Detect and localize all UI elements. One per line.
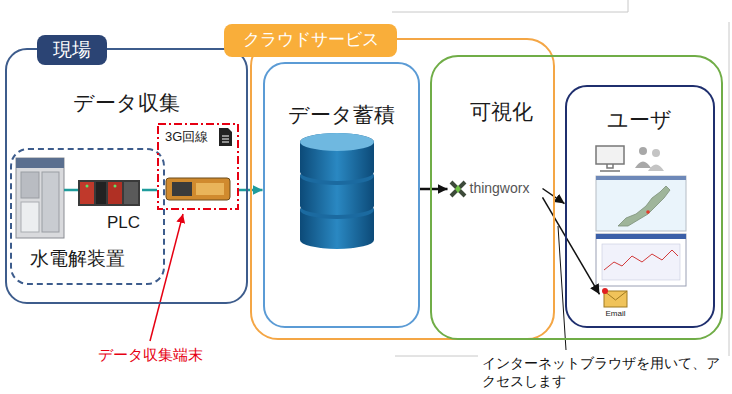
- map-header: [596, 176, 686, 180]
- plc-body: [78, 180, 140, 206]
- terminal-device: [166, 178, 230, 200]
- cabinet-panel: [21, 202, 39, 232]
- logo-text: thingworx: [470, 180, 530, 197]
- database-disc-top: [300, 133, 374, 151]
- icon-caption: Email: [605, 309, 625, 319]
- user-area: ユーザ Email: [565, 85, 715, 328]
- logo-mark-center: [455, 185, 461, 193]
- people-icon: [652, 149, 660, 157]
- device-group: 水電解装置 PLC: [10, 148, 165, 285]
- area-tab: クラウドサービス: [224, 24, 397, 57]
- dashboard-screenshot: [596, 234, 686, 286]
- line-label: 3G回線: [165, 129, 208, 145]
- plc-module: [108, 182, 122, 204]
- cabinet-door: [42, 172, 59, 232]
- box-heading: 可視化: [470, 99, 533, 124]
- dashboard-plot: [602, 244, 680, 280]
- plc-label: PLC: [107, 213, 140, 233]
- people-icon: [648, 165, 664, 172]
- plc-led: [114, 185, 117, 188]
- site-area: 現場データ収集水電解装置PLC3G回線: [5, 48, 248, 304]
- monitor-icon: [596, 146, 624, 164]
- sim-icon: [219, 128, 232, 146]
- notification-dot: [602, 288, 608, 294]
- terminal-box: 3G回線: [157, 123, 239, 210]
- frame-line: [729, 22, 730, 356]
- connector-arrow: [543, 197, 600, 294]
- cabinet-panel: [21, 172, 39, 198]
- connector-arrow: [142, 189, 157, 192]
- dash-dot-outline: [158, 124, 238, 209]
- cable: [64, 189, 78, 192]
- connector-arrow: [420, 188, 448, 191]
- sim-icon-lines: [222, 136, 229, 142]
- frame-line: [392, 0, 628, 12]
- terminal-port: [172, 182, 192, 196]
- dashboard-trend: [604, 250, 678, 270]
- plc-led: [86, 185, 89, 188]
- access-note: インターネットブラウザを用いて、アクセスします: [482, 354, 722, 390]
- map-screenshot: [596, 176, 686, 231]
- dashboard-header: [596, 234, 686, 239]
- box-heading: ユーザ: [607, 107, 672, 132]
- visualization-area: 可視化 thingworx ユーザ Email: [430, 55, 723, 340]
- plc-module: [80, 182, 94, 204]
- plc-module: [124, 182, 138, 204]
- people-icon: [635, 162, 651, 169]
- area-heading: データ収集: [73, 90, 180, 115]
- box-heading: データ蓄積: [288, 102, 395, 127]
- logo-mark: [451, 182, 465, 196]
- people-icon: [639, 147, 647, 155]
- storage-box: データ蓄積: [263, 62, 420, 328]
- database-disc: [300, 133, 374, 181]
- area-tab: 現場: [37, 35, 107, 65]
- map-marker: [646, 210, 650, 214]
- email-icon: Email: [600, 288, 632, 322]
- frame-line: [395, 356, 478, 357]
- electrolyzer-cabinet: [16, 158, 64, 238]
- terminal-panel: [196, 183, 224, 195]
- thingworx-logo: thingworx: [448, 178, 543, 200]
- plc-module: [96, 182, 106, 204]
- callout-label: データ収集端末: [98, 345, 203, 365]
- map-land: [618, 186, 670, 226]
- envelope-icon: [604, 291, 627, 307]
- cabinet-top: [16, 158, 64, 168]
- plc-unit: PLC: [75, 175, 142, 237]
- device-label: 水電解装置: [30, 248, 125, 271]
- monitor-stand: [600, 164, 620, 171]
- callout-arrow: [150, 214, 183, 341]
